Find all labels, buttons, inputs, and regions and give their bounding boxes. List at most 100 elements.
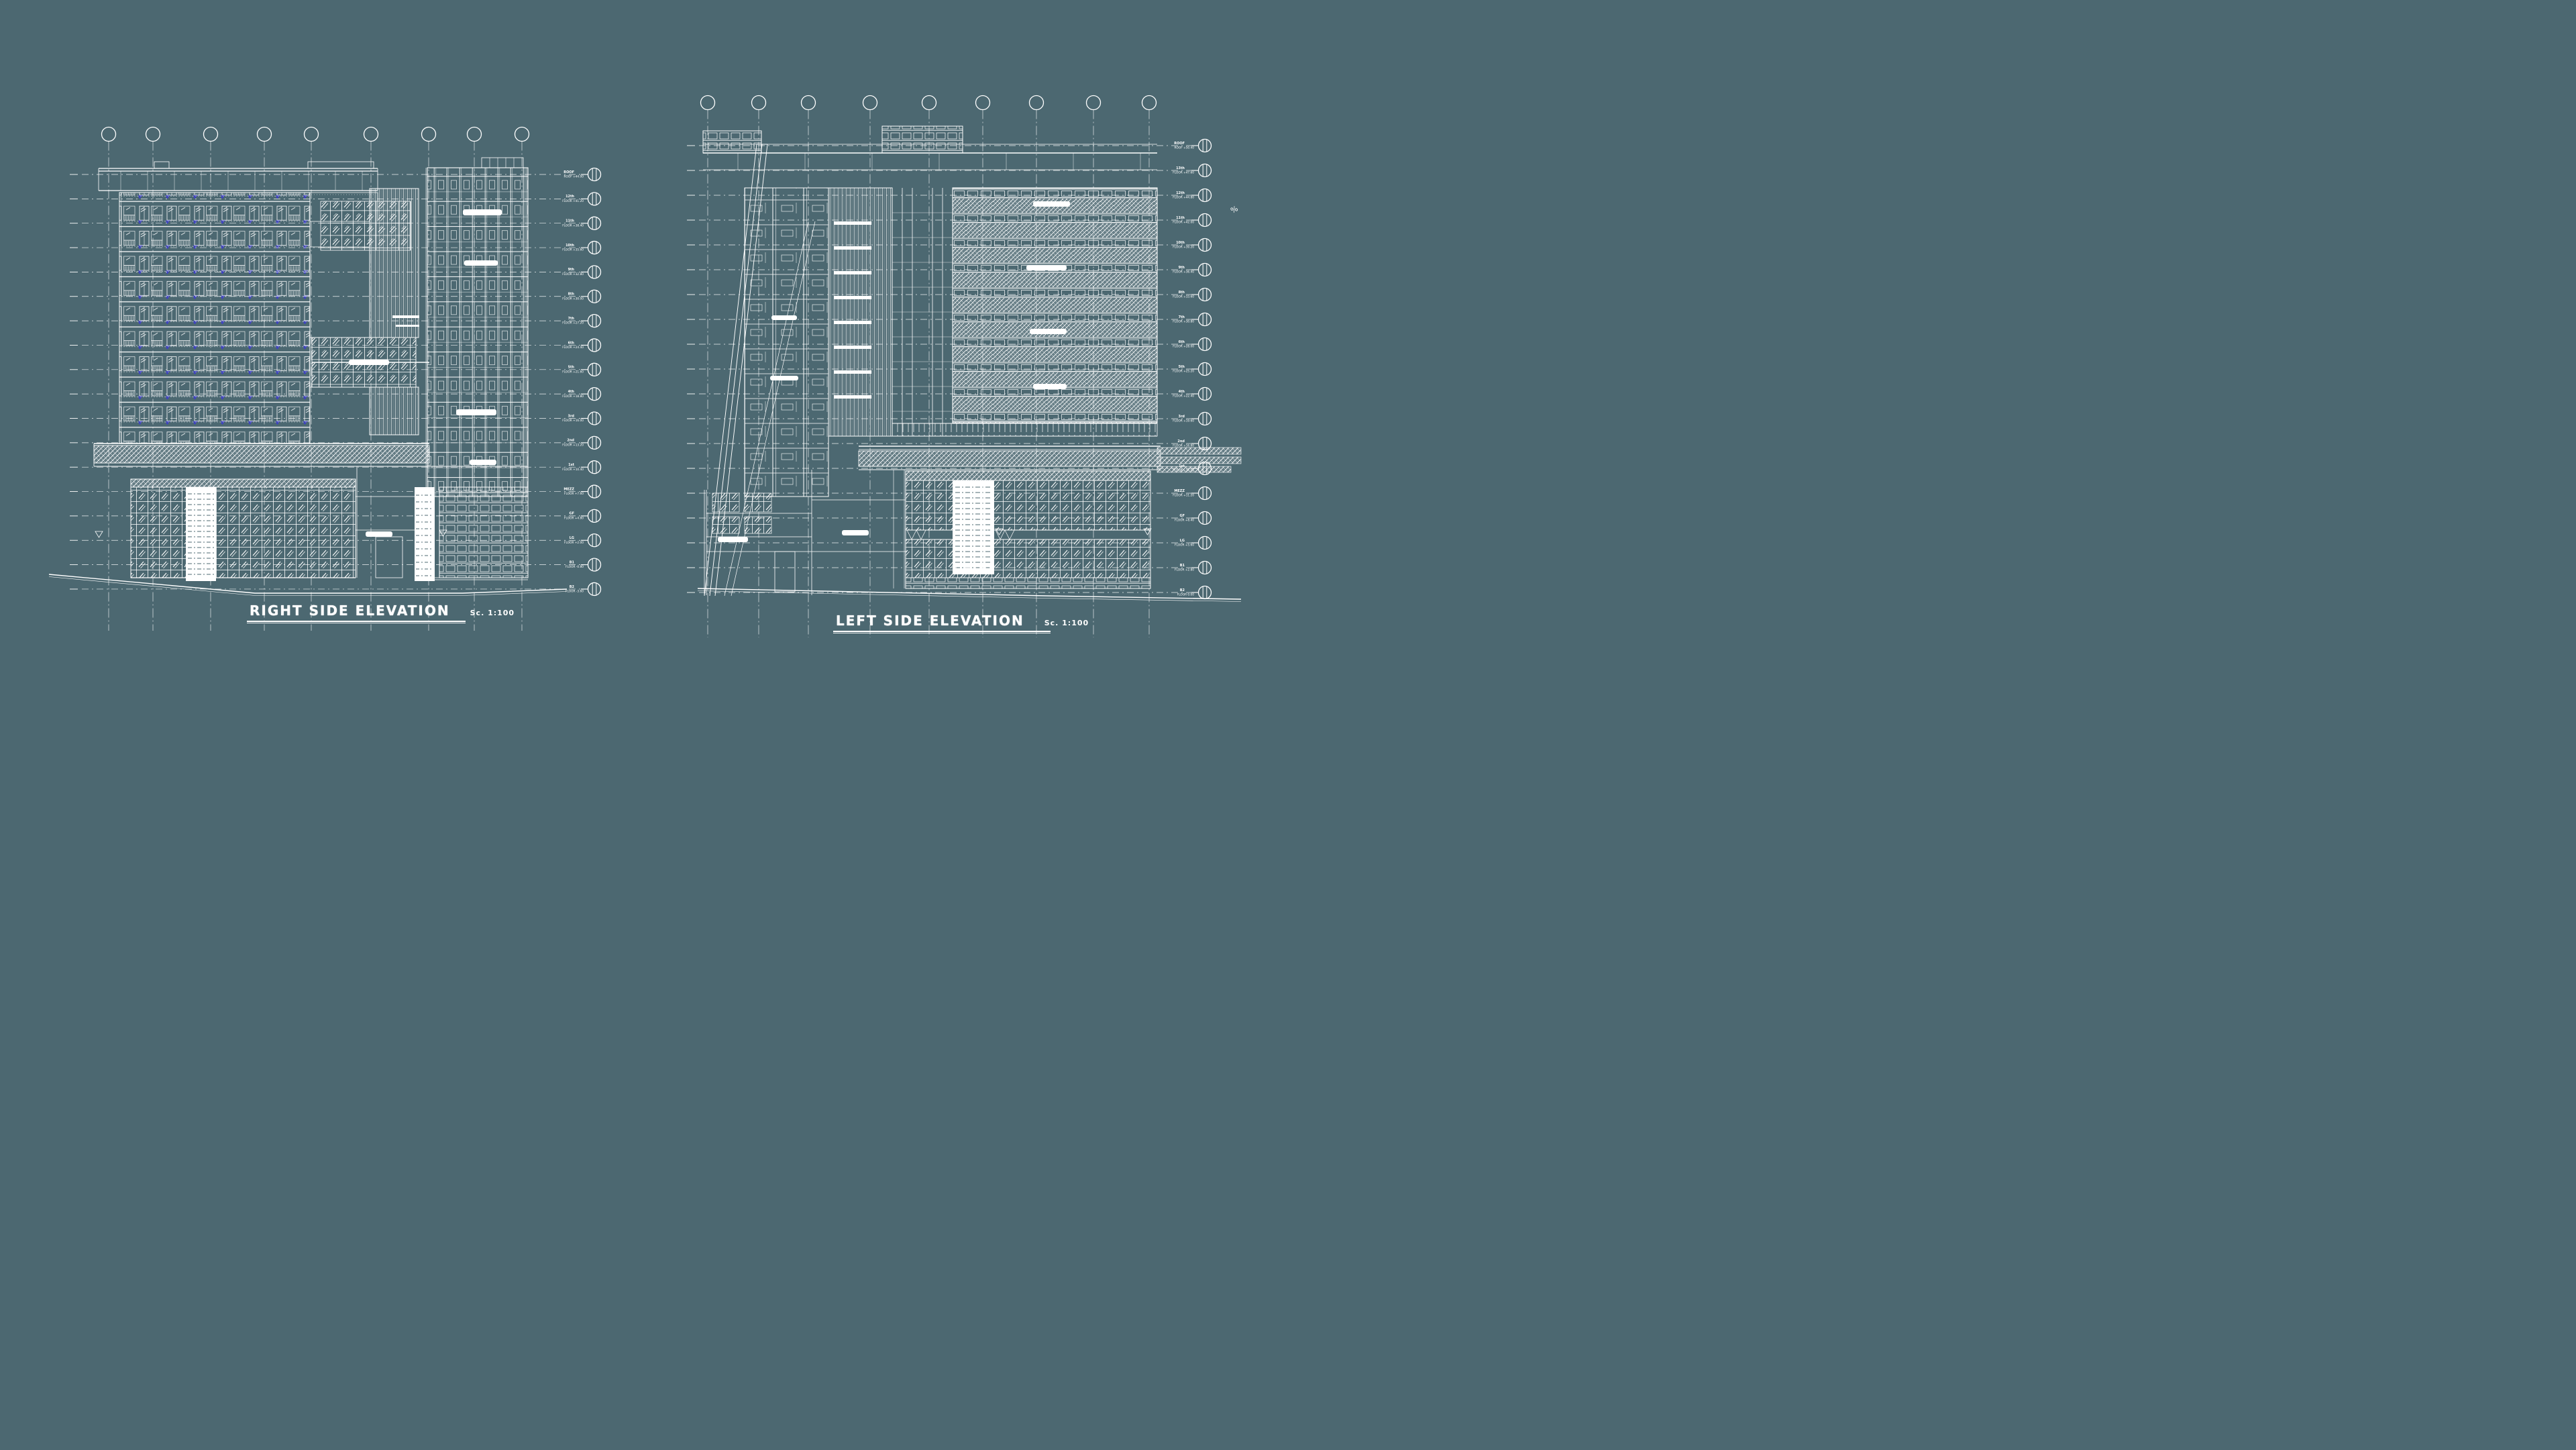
left-column-strip: [744, 187, 829, 497]
svg-text:FLOOR -3.60: FLOOR -3.60: [566, 590, 584, 594]
grid-bubble: [363, 126, 379, 631]
svg-text:FLOOR +44.80: FLOOR +44.80: [1173, 196, 1194, 200]
grid-bubble: [751, 95, 767, 637]
grid-bubble: [1141, 95, 1157, 637]
svg-text:FLOOR +30.00: FLOOR +30.00: [562, 297, 584, 301]
grid-bubble: [421, 126, 437, 631]
svg-text:FLOOR +39.20: FLOOR +39.20: [1173, 246, 1194, 250]
grid-bubble: [700, 95, 716, 637]
svg-text:FLOOR +42.00: FLOOR +42.00: [1173, 221, 1194, 225]
svg-text:3rd: 3rd: [568, 414, 574, 418]
svg-text:FLOOR +28.00: FLOOR +28.00: [1173, 345, 1194, 349]
svg-text:ROOF +50.40: ROOF +50.40: [1175, 146, 1195, 150]
svg-text:8th: 8th: [568, 293, 575, 297]
ground-line: [48, 574, 568, 596]
grid-bubble: [1028, 95, 1044, 637]
grid-bubble: [466, 126, 482, 631]
right-glass-tower: [425, 157, 529, 497]
svg-text:12th: 12th: [1176, 191, 1185, 195]
louver-strip: [369, 188, 419, 435]
svg-text:ROOF: ROOF: [564, 170, 574, 174]
svg-text:B1: B1: [570, 560, 575, 564]
svg-text:10th: 10th: [1176, 241, 1185, 245]
grid-bubble: [921, 95, 937, 637]
svg-text:7th: 7th: [568, 317, 575, 321]
svg-text:FLOOR 0.00: FLOOR 0.00: [1177, 593, 1195, 597]
svg-text:FLOOR +4.80: FLOOR +4.80: [564, 517, 584, 521]
svg-text:B2: B2: [570, 585, 575, 589]
svg-text:FLOOR +10.40: FLOOR +10.40: [562, 468, 584, 472]
drawing-scale-label: Sc. 1:100: [1044, 619, 1089, 627]
svg-text:FLOOR +13.20: FLOOR +13.20: [562, 443, 584, 447]
svg-text:FLOOR +16.80: FLOOR +16.80: [1173, 444, 1194, 448]
svg-text:7th: 7th: [1179, 315, 1185, 319]
svg-text:MEZZ: MEZZ: [564, 487, 574, 491]
svg-text:B1: B1: [1180, 564, 1185, 568]
hatched-facade-block: [952, 187, 1158, 423]
grid-bubble: [862, 95, 878, 637]
grid-bubble: [101, 126, 117, 631]
svg-text:6th: 6th: [1179, 340, 1185, 344]
svg-text:FLOOR +22.40: FLOOR +22.40: [1173, 395, 1194, 399]
svg-text:2nd: 2nd: [1177, 439, 1185, 444]
grid-bubble: [514, 126, 530, 631]
slope-percent-note: %: [1229, 204, 1239, 215]
apartment-tower: [119, 192, 311, 444]
grid-bubble: [1085, 95, 1102, 637]
svg-text:3rd: 3rd: [1178, 415, 1185, 419]
middle-louver-strip: [828, 187, 893, 437]
svg-text:2nd: 2nd: [567, 439, 574, 443]
grid-bubble: [256, 126, 272, 631]
entry-bay: [356, 466, 426, 578]
svg-text:11th: 11th: [566, 219, 574, 223]
svg-text:MEZZ: MEZZ: [1174, 489, 1185, 493]
svg-text:1st: 1st: [568, 463, 574, 467]
svg-text:FLOOR +47.60: FLOOR +47.60: [1173, 171, 1194, 175]
drawing-title: LEFT SIDE ELEVATION: [836, 613, 1024, 629]
svg-text:4th: 4th: [568, 390, 575, 394]
svg-text:FLOOR +2.00: FLOOR +2.00: [564, 541, 584, 545]
svg-text:FLOOR -0.80: FLOOR -0.80: [566, 565, 584, 569]
title-left-side-elevation: LEFT SIDE ELEVATION Sc. 1:100: [836, 613, 1089, 629]
svg-text:13th: 13th: [1176, 166, 1185, 170]
svg-text:FLOOR +38.40: FLOOR +38.40: [562, 223, 584, 227]
svg-text:ROOF: ROOF: [1174, 142, 1185, 146]
svg-text:5th: 5th: [1179, 365, 1185, 369]
roof-parapet: [98, 161, 378, 195]
svg-text:FLOOR +7.60: FLOOR +7.60: [564, 492, 584, 496]
datum-triangle: [95, 529, 447, 538]
ground-curtain-wall: [130, 478, 356, 581]
svg-text:FLOOR +27.20: FLOOR +27.20: [562, 321, 584, 325]
left-side-elevation-drawing: %: [697, 125, 1242, 602]
svg-text:12th: 12th: [566, 195, 574, 199]
svg-text:FLOOR +18.80: FLOOR +18.80: [562, 395, 584, 399]
title-right-side-elevation: RIGHT SIDE ELEVATION Sc. 1:100: [250, 603, 515, 619]
mullion-strip: [892, 188, 953, 436]
svg-text:FLOOR +14.00: FLOOR +14.00: [1173, 469, 1194, 473]
grid-bubble: [800, 95, 816, 637]
grid-bubble: [203, 126, 219, 631]
